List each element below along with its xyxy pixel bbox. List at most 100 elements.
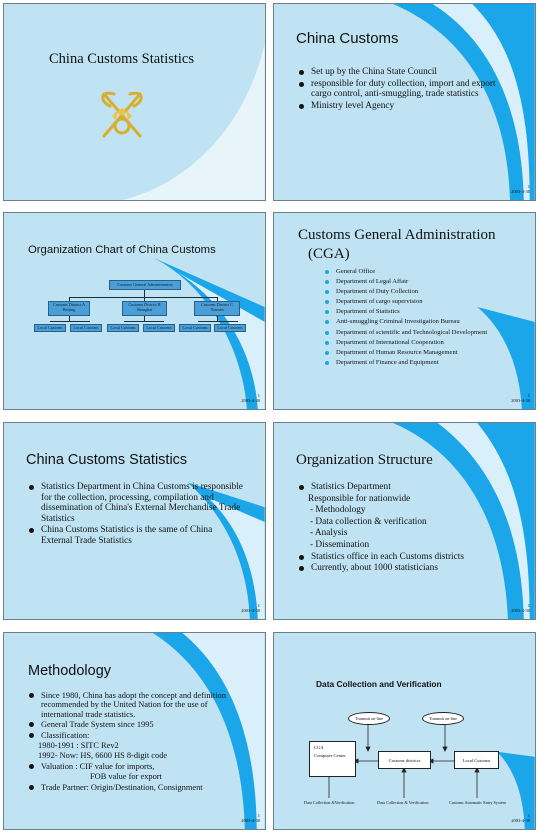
slide-8[interactable]: Data Collection and Verification Transmi… — [273, 632, 536, 830]
slide-4[interactable]: Customs General Administration (CGA) Gen… — [273, 212, 536, 410]
decorative-swoosh — [477, 307, 535, 409]
org-local: Local Customs — [107, 324, 139, 332]
decorative-swoosh — [152, 633, 265, 829]
flow-caption: Data Collection & Verification — [377, 800, 429, 805]
org-connector — [217, 297, 218, 301]
page-number: 1 — [257, 813, 260, 818]
slide-title: Data Collection and Verification — [316, 679, 442, 689]
slide-1[interactable]: China Customs Statistics — [3, 3, 266, 201]
slide-footer: 1 2003-4-30 — [511, 184, 530, 194]
list-item: Since 1980, China has adopt the concept … — [28, 691, 243, 719]
slide-date: 2003-4-30 — [511, 189, 530, 194]
slide-date: 2003-4-30 — [241, 608, 260, 613]
slide-date: 2003-4-30 — [511, 608, 530, 613]
local-customs-box: Local Customs — [454, 751, 499, 769]
slide-7[interactable]: Methodology Since 1980, China has adopt … — [3, 632, 266, 830]
page-number: 1 — [527, 393, 530, 398]
flow-caption: Customs Automatic Entry System — [449, 800, 506, 805]
org-connector — [69, 316, 70, 321]
bullet-list: Since 1980, China has adopt the concept … — [28, 691, 243, 793]
decorative-swoosh — [123, 43, 265, 200]
cga-box: CGA Computer Center — [309, 741, 356, 777]
slide-title: Methodology — [28, 663, 112, 679]
list-item: Department of Human Resource Management — [324, 348, 524, 358]
slide-footer: 1 2003-4-30 — [511, 393, 530, 403]
slide-footer: 1 2003-4-30 — [241, 603, 260, 613]
list-item: Responsible for nationwide — [308, 493, 411, 504]
transmit-oval: Transmit on-line — [348, 712, 390, 725]
list-item: - Data collection & verification — [310, 516, 427, 527]
list-item: Anti-smuggling Criminal Investigation Bu… — [324, 317, 524, 327]
org-connector — [198, 321, 238, 322]
slide-date: 2003-4-30 — [511, 398, 530, 403]
list-item: Statistics Department — [298, 482, 513, 493]
list-item: Statistics office in each Customs distri… — [298, 552, 513, 563]
list-item: Statistics Department in China Customs i… — [28, 482, 243, 524]
list-item: Department of International Cooperation — [324, 338, 524, 348]
org-connector — [144, 290, 145, 297]
customs-emblem-icon — [101, 91, 143, 138]
page-number: 1 — [527, 184, 530, 189]
org-connector — [50, 321, 90, 322]
decorative-swoosh — [393, 4, 535, 200]
decorative-swoosh — [497, 751, 535, 829]
org-local: Local Customs — [179, 324, 211, 332]
org-local: Local Customs — [143, 324, 175, 332]
slide-title: China Customs Statistics — [26, 452, 188, 468]
slide-footer: 1 2003-4-30 — [511, 603, 530, 613]
flow-caption: Data Collection &Verification — [304, 800, 355, 805]
slide-footer: 1 2003-4-30 — [241, 813, 260, 823]
list-item: Department of cargo supervision — [324, 297, 524, 307]
slide-title: Organization Structure — [296, 452, 433, 468]
list-item: Currently, about 1000 statisticians — [298, 563, 513, 574]
list-item: Trade Partner: Origin/Destination, Consi… — [28, 783, 243, 792]
slide-title: China Customs Statistics — [49, 51, 195, 67]
list-item: Set up by the China State Council — [298, 67, 510, 78]
list-item: Department of Duty Collection — [324, 287, 524, 297]
flow-connectors — [326, 724, 480, 798]
list-item: Department of Legal Affair — [324, 277, 524, 287]
slide-2[interactable]: China Customs Set up by the China State … — [273, 3, 536, 201]
slide-3[interactable]: Organization Chart of China Customs Cust… — [3, 212, 266, 410]
list-item: 1992- Now: HS, 6600 HS 8-digit code — [38, 751, 168, 761]
decorative-swoosh — [187, 482, 265, 619]
org-connector — [144, 316, 145, 321]
slide-footer: 1 2003-4-30 — [241, 393, 260, 403]
slide-title: Organization Chart of China Customs — [28, 244, 216, 256]
list-item: Department of Statistics — [324, 307, 524, 317]
org-connector — [144, 297, 145, 301]
list-item: Department of scientific and Technologic… — [324, 328, 524, 338]
bullet-list: Statistics Department Responsible for na… — [298, 482, 513, 575]
org-connector — [124, 321, 164, 322]
slide-6[interactable]: Organization Structure Statistics Depart… — [273, 422, 536, 620]
slide-5[interactable]: China Customs Statistics Statistics Depa… — [3, 422, 266, 620]
org-local: Local Customs — [70, 324, 102, 332]
list-item: Valuation : CIF value for imports, — [28, 762, 243, 771]
page-number: 1 — [527, 813, 530, 818]
org-connector — [217, 316, 218, 321]
customs-districts-box: Customs districts — [378, 751, 431, 769]
bullet-list: Set up by the China State Council respon… — [298, 67, 510, 112]
transmit-oval: Transmit on-line — [422, 712, 464, 725]
list-item: General Office — [324, 267, 524, 277]
slide-date: 2003-4-30 — [511, 818, 530, 823]
org-root: Customs General Administration — [109, 280, 181, 290]
list-item: - Analysis — [310, 528, 348, 539]
org-connector — [69, 297, 218, 298]
slide-date: 2003-4-30 — [241, 398, 260, 403]
slide-title: Customs General Administration (CGA) — [298, 227, 496, 262]
page-number: 1 — [257, 393, 260, 398]
org-connector — [69, 297, 70, 301]
list-item: Ministry level Agency — [298, 101, 510, 112]
page-number: 1 — [257, 603, 260, 608]
list-item: Department of Finance and Equipment — [324, 358, 524, 368]
list-item: China Customs Statistics is the same of … — [28, 525, 243, 546]
page-number: 1 — [527, 603, 530, 608]
slide-footer: 1 2003-4-30 — [511, 813, 530, 823]
org-local: Local Customs — [34, 324, 66, 332]
list-item: - Dissemination — [310, 539, 370, 550]
list-item: FOB value for export — [90, 772, 162, 782]
